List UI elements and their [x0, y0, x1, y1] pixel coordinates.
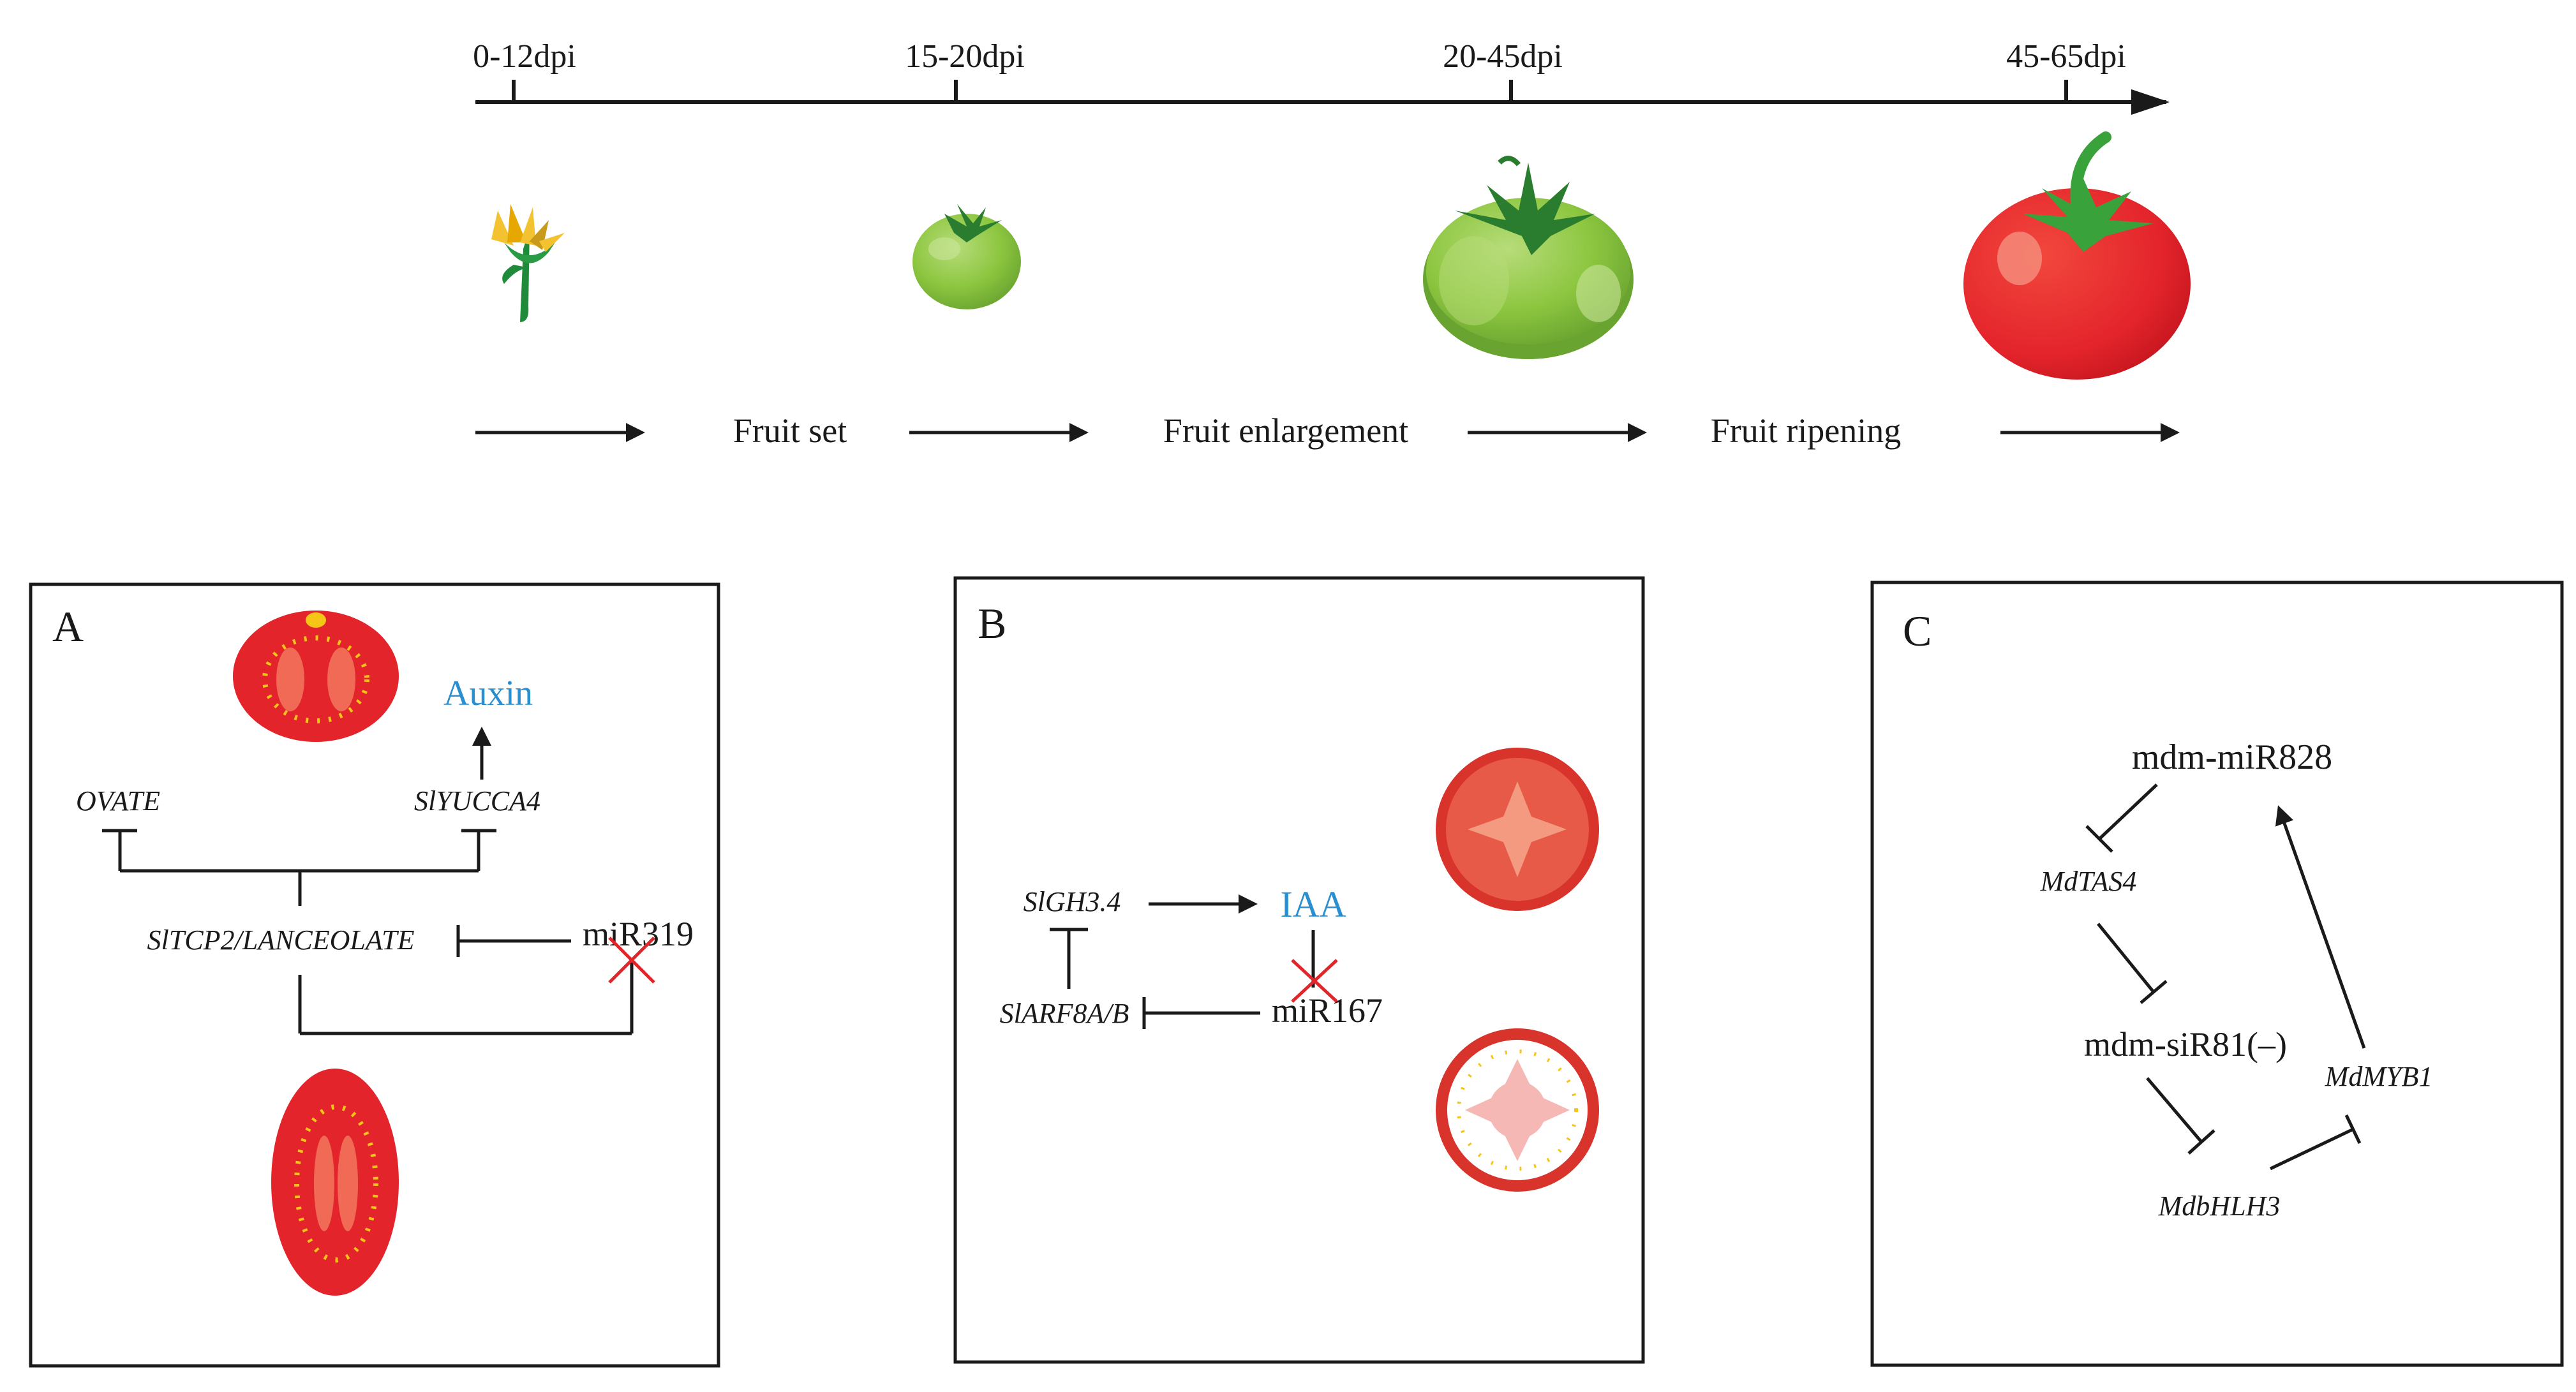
sir81-bhlh3-bar [2187, 1129, 2215, 1155]
mir828-tas4-line [2098, 783, 2158, 840]
auxin-label: Auxin [443, 674, 533, 713]
tomato-slice-mutant-illustration [1436, 1028, 1599, 1192]
mir167-cross-mark [1291, 959, 1338, 1003]
mir828-label: mdm-miR828 [2132, 737, 2332, 777]
tick-label: 15-20dpi [905, 38, 1025, 75]
bhlh3-myb1-line [2269, 1127, 2355, 1171]
tick-label: 0-12dpi [473, 38, 576, 75]
panel-c-letter: C [1903, 607, 1932, 655]
panel-b: B SlGH3.4 IAA SlARF8A/B miR167 [953, 576, 1645, 1364]
mir167-label: miR167 [1272, 991, 1383, 1030]
myb1-label: MdMYB1 [2325, 1061, 2433, 1092]
sir81-label: mdm-siR81(–) [2084, 1025, 2287, 1063]
red-fruit-illustration [1963, 131, 2191, 380]
tick-label: 20-45dpi [1443, 38, 1563, 75]
elongated-tomato-section-illustration [271, 1069, 399, 1296]
iaa-label: IAA [1280, 884, 1346, 925]
stage-label: Fruit ripening [1711, 411, 1901, 450]
timeline: 0-12dpi 15-20dpi 20-45dpi 45-65dpi [473, 38, 2170, 115]
myb1-mir828-arrow [2275, 805, 2366, 1049]
large-green-fruit-illustration [1423, 156, 1634, 359]
stage-label: Fruit set [733, 411, 847, 450]
bhlh3-myb1-bar [2344, 1114, 2362, 1144]
stage-row: Fruit set Fruit enlargement Fruit ripeni… [475, 411, 2180, 450]
ovate-label: OVATE [76, 785, 160, 817]
panel-a-frame [29, 582, 720, 1368]
tas4-label: MdTAS4 [2040, 866, 2137, 897]
panel-c: C mdm-miR828 MdTAS4 mdm-siR81(–) MdbHLH3… [1870, 581, 2564, 1367]
arf-label: SlARF8A/B [1000, 998, 1129, 1029]
tick-label: 45-65dpi [2006, 38, 2126, 75]
panel-c-frame [1870, 581, 2564, 1367]
bhlh3-label: MdbHLH3 [2158, 1190, 2281, 1222]
panel-b-letter: B [978, 599, 1006, 648]
stage-label: Fruit enlargement [1163, 411, 1408, 450]
mir828-name: miR828 [2217, 737, 2332, 777]
tcp-label: SlTCP2/LANCEOLATE [147, 924, 415, 956]
panel-a: A Auxin OVATE SlYUCCA4 SlTCP2/LANCEOLATE… [29, 582, 720, 1368]
sir81-name: siR81(–) [2166, 1025, 2287, 1063]
small-green-fruit-illustration [912, 204, 1021, 309]
tas4-sir81-bar [2140, 980, 2168, 1004]
mir828-prefix: mdm- [2132, 737, 2217, 777]
sir81-bhlh3-line [2146, 1077, 2203, 1143]
timeline-axis-arrowhead [2131, 89, 2170, 115]
tomato-slice-normal-illustration [1436, 748, 1599, 911]
mir828-tas4-bar [2085, 825, 2113, 853]
yucca-label: SlYUCCA4 [414, 785, 540, 817]
round-tomato-section-illustration [233, 611, 399, 742]
flower-illustration [491, 204, 565, 322]
gh3-label: SlGH3.4 [1024, 886, 1121, 917]
tas4-sir81-line [2097, 922, 2155, 993]
panel-a-letter: A [52, 602, 84, 651]
mir319-cross-mark [608, 937, 655, 984]
panel-b-frame [953, 576, 1645, 1364]
sir81-prefix: mdm- [2084, 1025, 2166, 1063]
mir319-label: miR319 [583, 915, 694, 953]
